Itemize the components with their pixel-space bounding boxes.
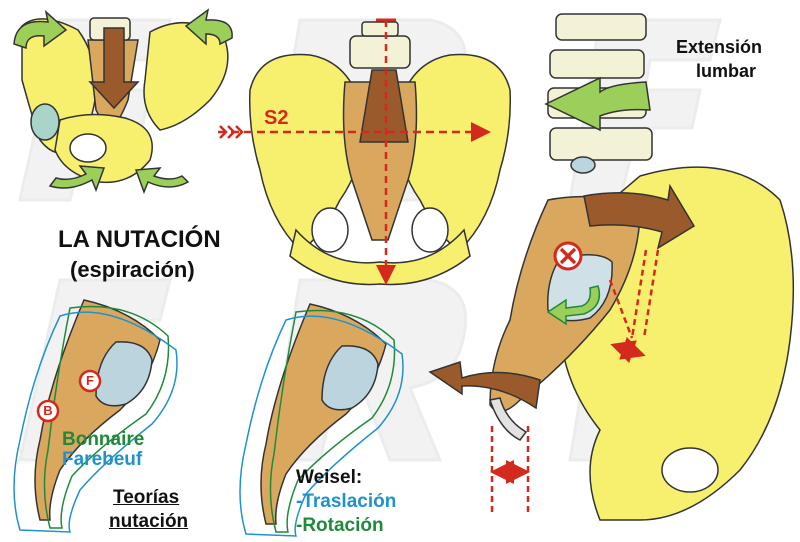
lumbar-vertebra-1 xyxy=(555,13,647,41)
weisel-blue-outline xyxy=(239,315,404,537)
weisel-translation: -Traslación xyxy=(296,491,397,512)
weisel-sacrum xyxy=(239,303,404,537)
obturator-r xyxy=(411,207,449,253)
rotation-arrow-green-right xyxy=(184,8,233,46)
diagram-title: LA NUTACIÓN xyxy=(58,226,221,253)
rotation-arrow-green-bottom-right xyxy=(134,167,190,195)
theories-heading-line2: nutación xyxy=(109,511,189,532)
lumbar-extension-arrow xyxy=(544,76,651,132)
nutation-arrow-brown-small xyxy=(88,27,140,110)
farebeuf-outline xyxy=(13,311,178,533)
l5-body xyxy=(361,21,399,37)
lumbar-vertebra-2 xyxy=(549,49,645,79)
weisel-rotation: -Rotación xyxy=(296,515,384,536)
coccyx-lateral xyxy=(489,397,528,441)
measure-lines-coccyx xyxy=(490,426,530,512)
pelvis-frontal xyxy=(248,21,512,286)
obturator-l xyxy=(311,207,349,253)
rotation-arrow-green-left xyxy=(13,9,68,50)
sacral-base-trapezoid xyxy=(359,69,409,143)
weisel-heading: Weisel: xyxy=(296,467,363,488)
s2-axis-tail-chevrons xyxy=(219,125,244,139)
bonnaire-label: Bonnaire xyxy=(62,429,145,450)
sacrum-weisel-cavity xyxy=(321,345,379,411)
s2-label: S2 xyxy=(264,107,289,129)
measure-arrow-sacral xyxy=(610,336,646,364)
sacral-base-arrow xyxy=(583,183,696,250)
iliac-wing-right xyxy=(143,21,229,131)
measure-lines-sacral xyxy=(608,249,660,339)
obturator-lateral xyxy=(661,447,719,493)
lumbar-label-line1: Extensión xyxy=(676,37,763,57)
lumbar-label-line2: lumbar xyxy=(696,61,757,81)
l5-vertebra xyxy=(349,35,411,69)
weisel-green-outline xyxy=(269,309,396,533)
diagram-subtitle: (espiración) xyxy=(70,257,195,282)
bonnaire-outline xyxy=(43,305,170,529)
intervertebral-disc xyxy=(570,156,596,174)
rotation-arrow-green-bottom-left xyxy=(48,165,106,193)
marker-f-label: F xyxy=(86,373,94,388)
coccyx-arrow xyxy=(428,360,541,410)
pubic-arch xyxy=(289,228,471,286)
obturator-left xyxy=(69,133,107,163)
marker-b-label: B xyxy=(43,403,53,418)
marker-f-circle xyxy=(78,369,102,393)
ilium-right xyxy=(396,53,512,251)
ilium-left xyxy=(248,53,364,251)
acetabulum xyxy=(30,103,60,141)
marker-b-circle xyxy=(36,399,60,423)
lumbar-vertebra-4 xyxy=(549,127,653,161)
blocked-x-icon xyxy=(553,241,583,271)
farebeuf-label: Farebeuf xyxy=(62,449,143,470)
green-curved-arrow-sacrum xyxy=(546,285,601,326)
theories-heading-line1: Teorías xyxy=(113,487,180,508)
